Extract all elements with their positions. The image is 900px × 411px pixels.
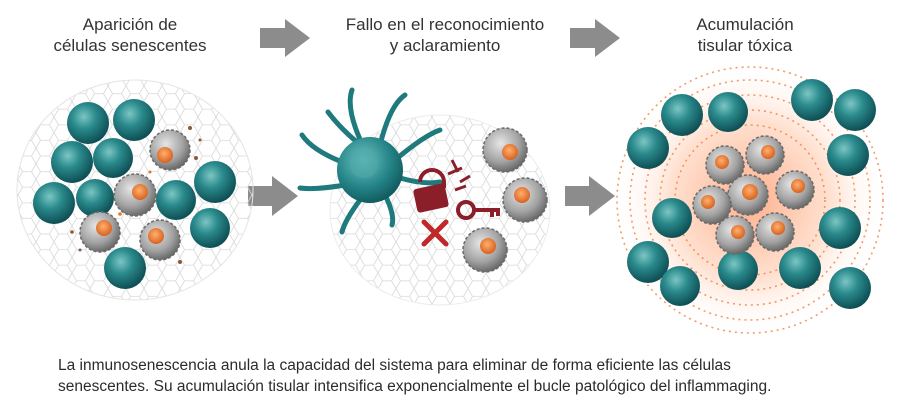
- lock-icon: [413, 159, 471, 213]
- right-arrow-icon: [260, 19, 310, 57]
- stage-title-line: Fallo en el reconocimiento: [345, 15, 545, 34]
- stage-title-line: Acumulación: [696, 15, 794, 34]
- stage-title-line: Aparición de: [82, 15, 178, 34]
- healthy-cell-group: [33, 99, 236, 289]
- caption-line: senescentes. Su acumulación tisular inte…: [58, 378, 772, 395]
- stage-title-line: y aclaramiento: [389, 36, 501, 55]
- right-arrow-icon: [570, 19, 620, 57]
- healthy-cell-group: [627, 79, 876, 309]
- stage-title-1: Aparición de células senescentes: [30, 14, 230, 56]
- cross-icon: [421, 219, 449, 247]
- debris-particles: [70, 126, 202, 264]
- stage-title-line: células senescentes: [53, 36, 207, 55]
- caption: La inmunosenescencia anula la capacidad …: [58, 355, 858, 397]
- stage-title-3: Acumulación tisular tóxica: [655, 14, 835, 56]
- senescent-cell-group: [692, 135, 815, 255]
- key-icon: [456, 200, 500, 220]
- right-arrow-icon: [248, 176, 298, 216]
- stage-title-line: tisular tóxica: [697, 36, 793, 55]
- caption-line: La inmunosenescencia anula la capacidad …: [58, 357, 731, 374]
- right-arrow-icon: [565, 176, 615, 216]
- senescent-cell-group: [79, 129, 191, 261]
- stage-title-2: Fallo en el reconocimiento y aclaramient…: [320, 14, 570, 56]
- immune-cell: [297, 87, 443, 235]
- senescent-cell-group: [462, 127, 548, 273]
